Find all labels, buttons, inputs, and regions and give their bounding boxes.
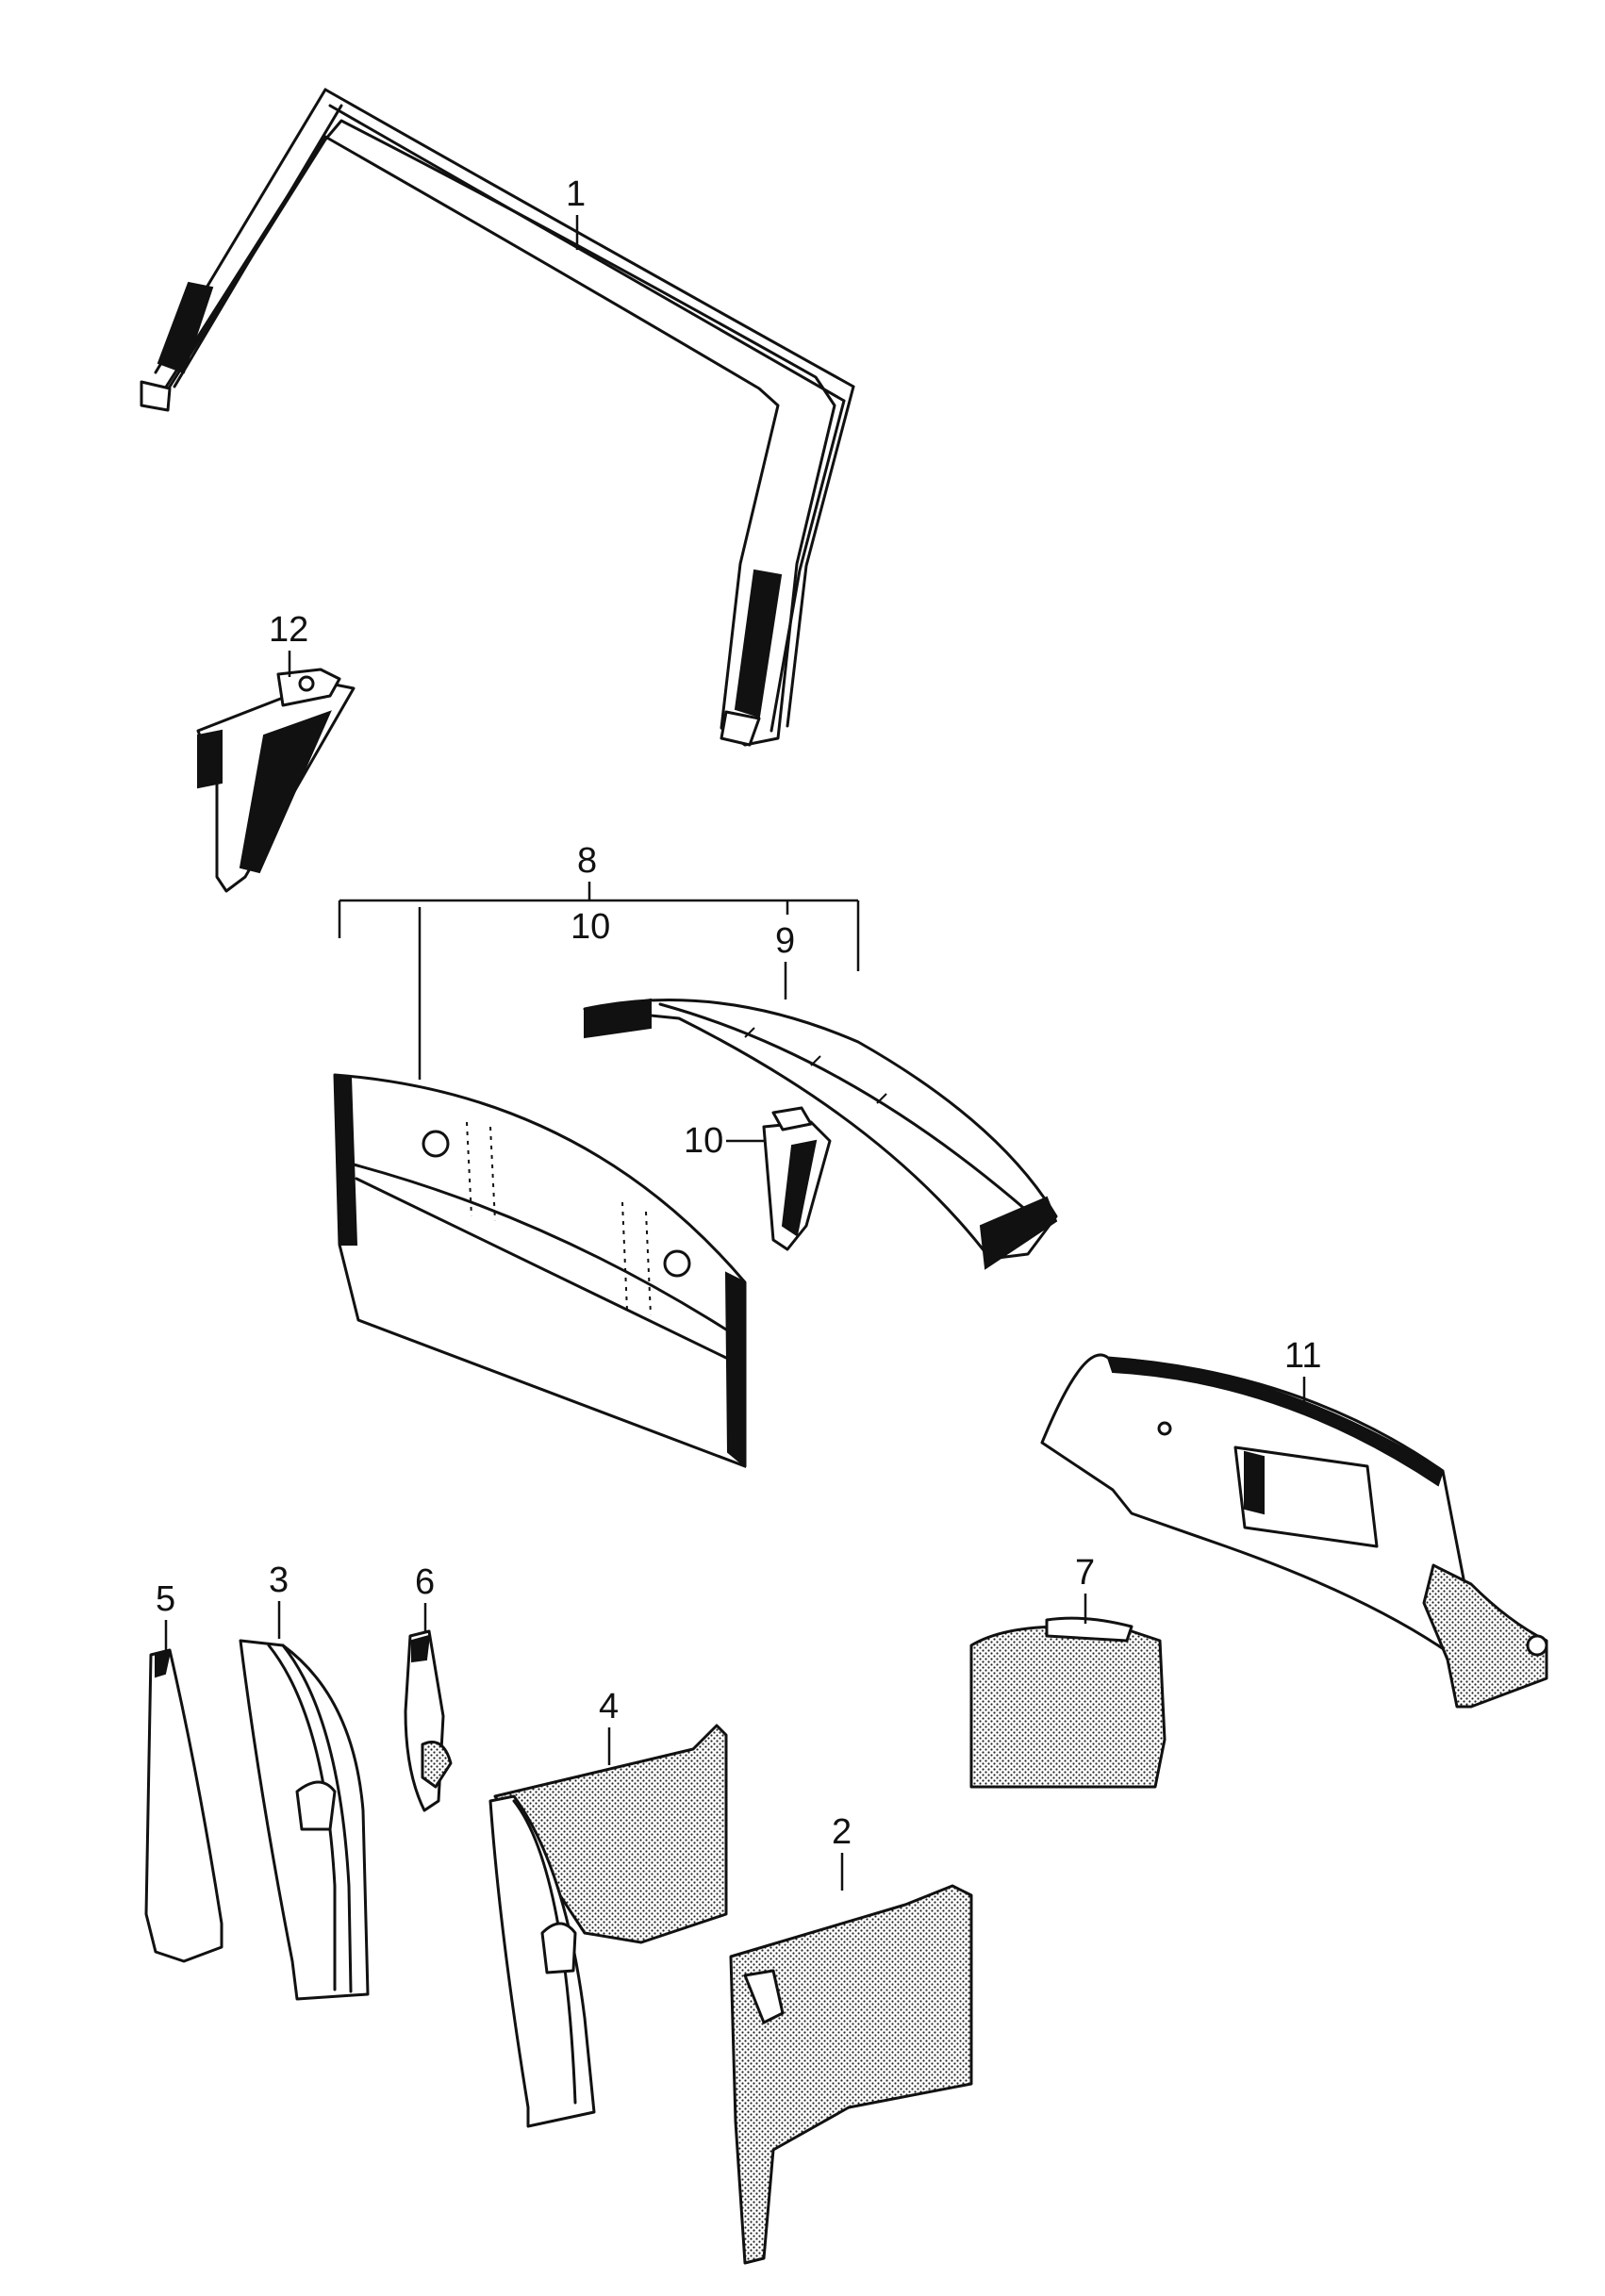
part-3-pillar xyxy=(239,1639,370,2001)
label-7: 7 xyxy=(1075,1553,1095,1593)
part-11-wheelhouse-panel xyxy=(1040,1353,1548,1709)
label-6: 6 xyxy=(415,1562,435,1602)
part-2-inner-panel xyxy=(729,1884,973,2265)
part-9-crossmember xyxy=(583,998,1058,1270)
label-10: 10 xyxy=(684,1121,723,1161)
label-9: 9 xyxy=(775,921,795,961)
label-8: 8 xyxy=(577,841,597,881)
callouts: 1 2 3 4 5 6 7 8 9 10 10 11 12 xyxy=(156,174,1321,1891)
label-11: 11 xyxy=(1284,1336,1321,1376)
part-4-quarter-assembly xyxy=(488,1724,728,2128)
part-10-rear-panel xyxy=(333,1073,747,1469)
label-5: 5 xyxy=(156,1579,175,1619)
part-6-small-panel xyxy=(404,1629,453,1812)
part-1-windshield-frame xyxy=(140,88,855,747)
label-4: 4 xyxy=(599,1687,619,1726)
part-7-panel xyxy=(969,1616,1167,1789)
part-10-small-bracket xyxy=(762,1106,832,1251)
label-10-bracket: 10 xyxy=(571,907,610,947)
part-12-bracket xyxy=(196,668,356,893)
label-2: 2 xyxy=(832,1812,852,1852)
label-3: 3 xyxy=(269,1561,289,1600)
label-1: 1 xyxy=(566,174,586,214)
part-5-strip xyxy=(144,1648,223,1963)
label-12: 12 xyxy=(269,610,308,650)
part-8-bracket-lines xyxy=(338,882,860,1080)
